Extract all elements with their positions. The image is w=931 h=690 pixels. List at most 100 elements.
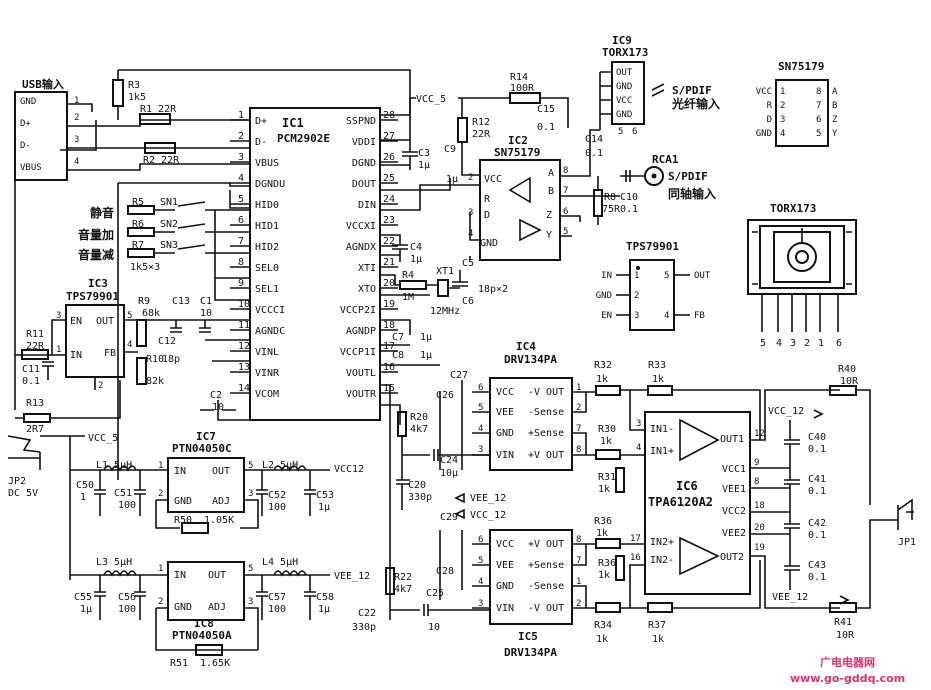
vcc5-label-top: VCC_5 — [416, 94, 446, 105]
c1-label: C1 — [200, 296, 212, 307]
c53-label: C53 — [316, 490, 334, 501]
torx173-title: TORX173 — [770, 202, 816, 215]
c43-value: 0.1 — [808, 572, 826, 583]
ic1-ref: IC1 — [282, 116, 304, 130]
l2-label: L2 5μH — [262, 460, 298, 471]
sn75179-left-name: D — [767, 115, 772, 125]
ic4-p7: 7 — [576, 424, 581, 434]
sn75179-title: SN75179 — [778, 60, 824, 73]
r35-value: 1k — [598, 570, 610, 581]
r31-label: R31 — [598, 472, 616, 483]
ic1-pin-num: 11 — [238, 320, 250, 331]
c56-value: 100 — [118, 604, 136, 615]
ic4-vout-pos: +V OUT — [528, 450, 564, 461]
ic7-in: IN — [174, 466, 186, 477]
ic6-in2-pos: IN2+ — [650, 537, 674, 548]
sn75179-left-num: 1 — [780, 87, 785, 97]
ic3-tps79901: IC3 TPS79901 EN OUT IN FB 3 5 1 4 2 — [15, 277, 250, 391]
c11-label: C11 — [22, 364, 40, 375]
usb-pin3: 3 — [74, 135, 79, 145]
ic5-vcc: VCC — [496, 539, 514, 550]
tps79901-left-num: 1 — [634, 271, 639, 281]
ic1-pin-num: 9 — [238, 278, 244, 289]
r14-label: R14 — [510, 72, 528, 83]
ic5-p2: 2 — [576, 599, 581, 609]
ic8-adj: ADJ — [208, 602, 226, 613]
c11-value: 0.1 — [22, 376, 40, 387]
tps79901-right-name: OUT — [694, 271, 711, 281]
xt1-value: 12MHz — [430, 306, 460, 317]
ic6-out2: OUT2 — [720, 552, 744, 563]
c9-value: 1μ — [446, 174, 458, 185]
ic1-pin-name: DGNDU — [255, 179, 285, 190]
ic7-out: OUT — [212, 466, 230, 477]
ic4-p4: 4 — [478, 424, 483, 434]
c3-value: 1μ — [418, 160, 430, 171]
xt1-ref: XT1 — [436, 266, 454, 277]
sn75179-right-name: A — [832, 87, 838, 97]
vcc12-label: VCC12 — [334, 464, 364, 475]
ic2-y: Y — [546, 230, 552, 241]
c1-value: 10 — [200, 308, 212, 319]
c50-value: 1 — [80, 492, 86, 503]
ic8-part: PTN04050A — [172, 629, 232, 642]
ic7-part: PTN04050C — [172, 442, 232, 455]
ic6-ref: IC6 — [676, 479, 698, 493]
ic1-pin-num: 15 — [383, 383, 395, 394]
jp2-dc-jack: JP2 DC 5V VCC_5 — [7, 433, 118, 580]
ic3-fb: FB — [104, 348, 116, 359]
ic6-decoupling-caps: C40 0.1 C41 0.1 C42 0.1 C43 0.1 — [784, 420, 826, 590]
mute-label: 静音 — [90, 205, 114, 220]
ic1-pin-name: VCCXI — [346, 221, 376, 232]
c14-label: C14 — [585, 134, 603, 145]
r12-label: R12 — [472, 117, 490, 128]
c42-label: C42 — [808, 518, 826, 529]
r7-label: R7 — [132, 240, 144, 251]
vol-up-label: 音量加 — [78, 227, 114, 242]
tps79901-right-num: 5 — [664, 271, 669, 281]
r5-label: R5 — [132, 197, 144, 208]
ic8-caps: C55 1μ C56 100 C57 100 C58 1μ — [74, 575, 334, 620]
ic2-p7: 7 — [563, 186, 568, 196]
tps79901-right-name: FB — [694, 311, 705, 321]
sn75179-right-num: 6 — [816, 115, 821, 125]
rca-coax-label: 同轴输入 — [668, 186, 716, 201]
ic6-p16: 16 — [630, 553, 641, 563]
c20-value: 330p — [408, 492, 432, 503]
c8-label: C8 — [392, 350, 404, 361]
ic4-vcc: VCC — [496, 387, 514, 398]
usb-vbus: VBUS — [20, 163, 42, 173]
ic4-sense-pos: +Sense — [528, 428, 564, 439]
sn75179-right-name: Z — [832, 115, 838, 125]
ic6-p8: 8 — [754, 477, 759, 487]
ic1-pin-name: SSPND — [346, 116, 376, 127]
ic1-pin-name: DOUT — [352, 179, 376, 190]
r10-value: 82k — [146, 376, 164, 387]
ic1-pin-name: SEL1 — [255, 284, 279, 295]
c12-value: 18p — [162, 354, 180, 365]
r11-label: R11 — [26, 329, 44, 340]
ic2-p5: 5 — [563, 227, 568, 237]
tps79901-left-name: GND — [596, 291, 612, 301]
c55-value: 1μ — [80, 604, 92, 615]
ic5-drv134pa: VCC VEE GND VIN +V OUT +Sense -Sense -V … — [472, 529, 596, 659]
ic5-p5: 5 — [478, 556, 483, 566]
r34-label: R34 — [594, 620, 612, 631]
ic9-p6: 6 — [632, 127, 637, 137]
ic8-ptn04050a: IN OUT GND ADJ IC8 PTN04050A 1 5 2 3 — [70, 561, 330, 651]
c8-value: 1μ — [420, 350, 432, 361]
watermark-title: 广电电器网 — [820, 655, 875, 669]
ic6-in2-neg: IN2- — [650, 555, 674, 566]
ic2-gnd: GND — [480, 238, 498, 249]
ic3-p1: 1 — [56, 345, 61, 355]
ic5-vout-neg: -V OUT — [528, 603, 564, 614]
l4-label: L4 5μH — [262, 557, 298, 568]
ic6-vee1: VEE1 — [722, 484, 746, 495]
c13-label: C13 — [172, 296, 190, 307]
ic9-gnd2: GND — [616, 110, 632, 120]
ic5-sense-neg: -Sense — [528, 581, 564, 592]
c40-label: C40 — [808, 432, 826, 443]
ic1-pin-num: 23 — [383, 215, 395, 226]
torx173-pin-num: 1 — [818, 338, 824, 349]
ic9-vcc: VCC — [616, 96, 632, 106]
